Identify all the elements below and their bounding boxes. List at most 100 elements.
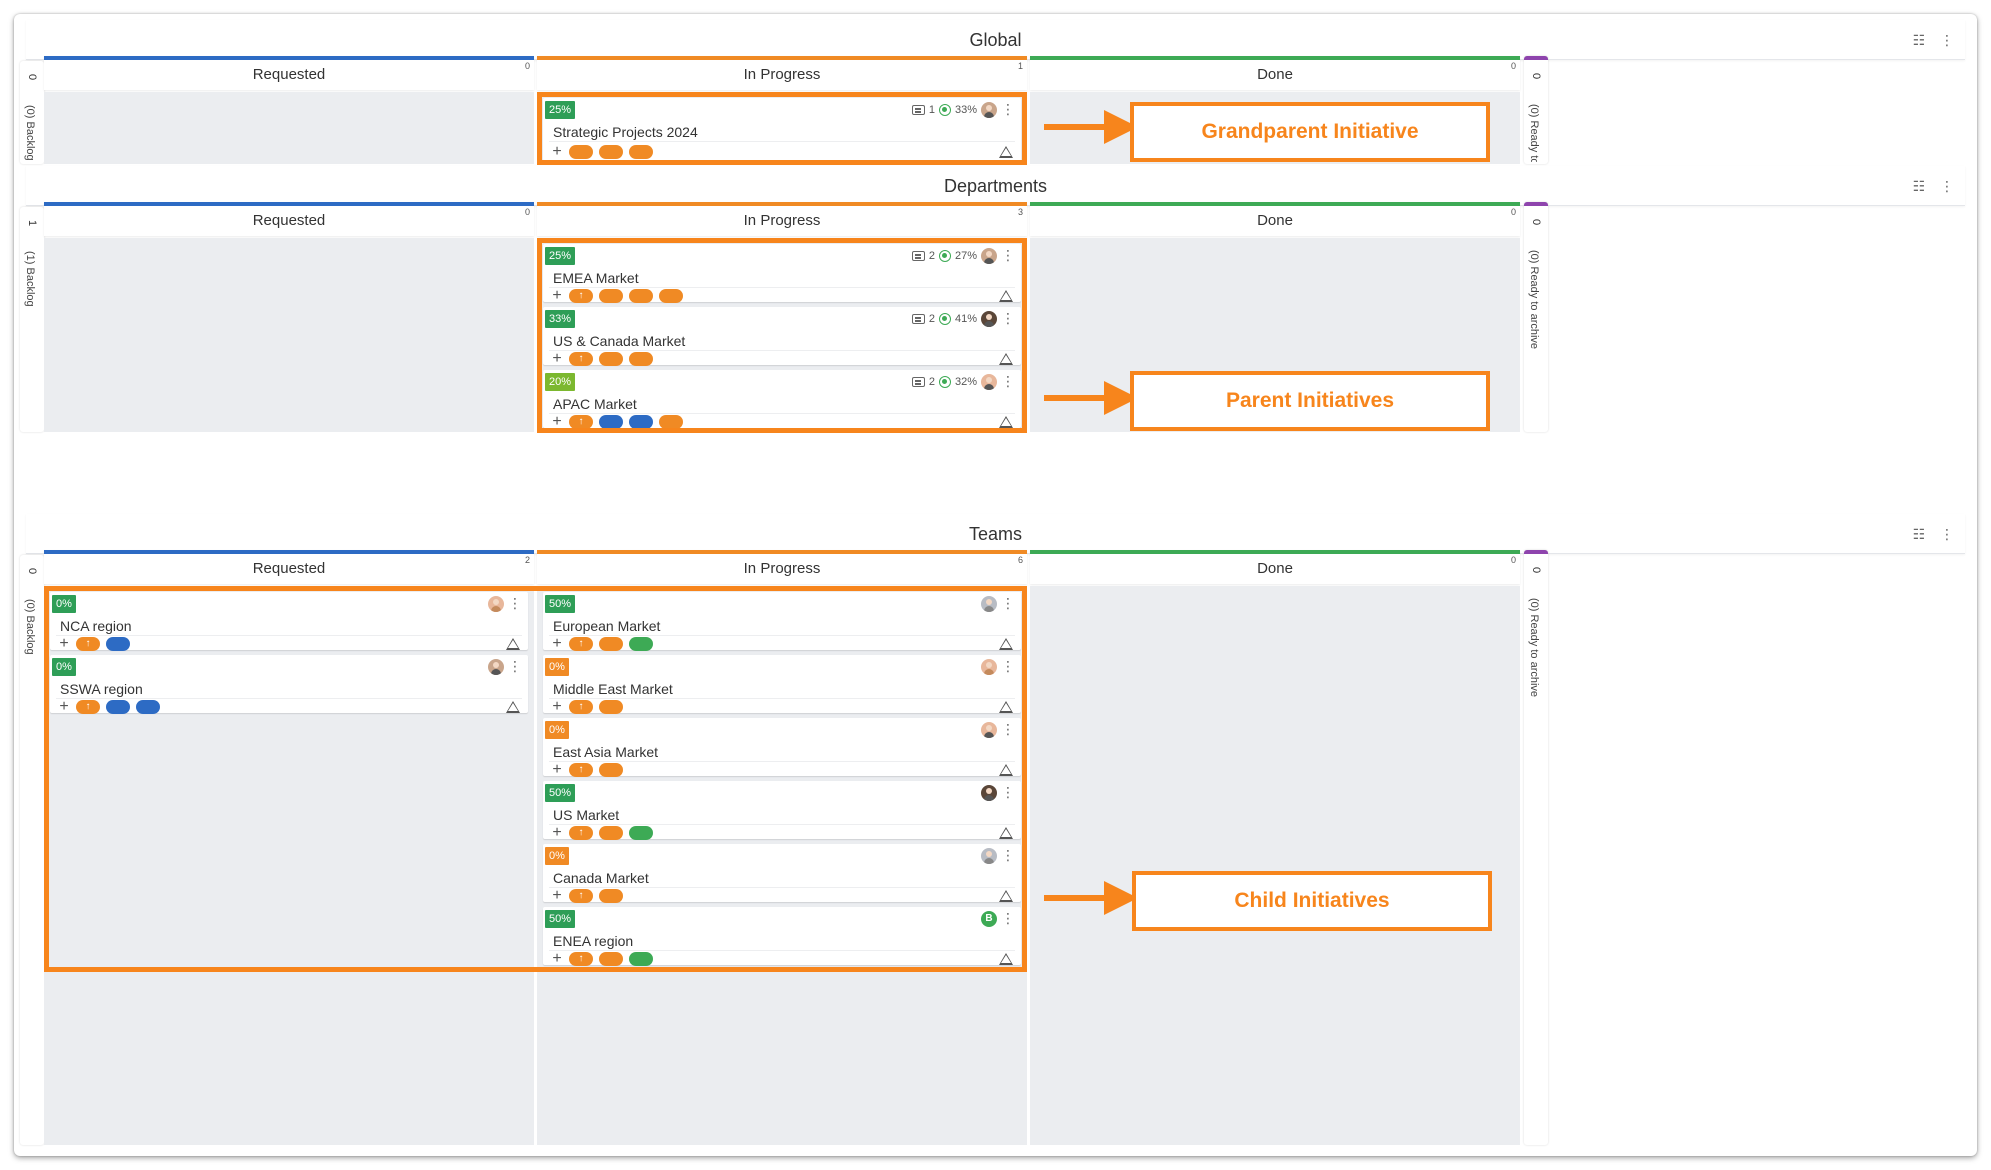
tag-pill[interactable] xyxy=(136,700,160,714)
tag-pill[interactable] xyxy=(599,700,623,714)
column-header-requested[interactable]: Requested 0 xyxy=(44,202,534,236)
priority-pill[interactable]: ↑ xyxy=(569,763,593,777)
warning-icon[interactable] xyxy=(999,290,1013,302)
priority-pill[interactable]: ↑ xyxy=(569,700,593,714)
tag-pill[interactable] xyxy=(569,145,593,159)
card-title[interactable]: Strategic Projects 2024 xyxy=(553,124,698,140)
priority-pill[interactable]: ↑ xyxy=(569,826,593,840)
board-settings-icon[interactable]: ☷ xyxy=(1912,178,1926,194)
warning-icon[interactable] xyxy=(999,416,1013,428)
add-icon[interactable]: + xyxy=(552,143,562,160)
tag-pill[interactable] xyxy=(599,889,623,903)
add-icon[interactable]: + xyxy=(59,635,69,652)
avatar[interactable] xyxy=(981,659,997,675)
tag-pill[interactable] xyxy=(629,826,653,840)
card[interactable]: 50% ⋮ European Market + ↑ xyxy=(543,592,1021,652)
board-settings-icon[interactable]: ☷ xyxy=(1912,526,1926,542)
avatar[interactable] xyxy=(981,102,997,118)
warning-icon[interactable] xyxy=(999,890,1013,902)
backlog-column[interactable]: 0 (0) Backlog xyxy=(20,61,44,164)
board-settings-icon[interactable]: ☷ xyxy=(1912,32,1926,48)
add-icon[interactable]: + xyxy=(552,350,562,367)
priority-pill[interactable]: ↑ xyxy=(76,700,100,714)
warning-icon[interactable] xyxy=(506,638,520,650)
avatar[interactable] xyxy=(981,785,997,801)
tag-pill[interactable] xyxy=(599,145,623,159)
priority-pill[interactable]: ↑ xyxy=(569,415,593,429)
card[interactable]: 33% 2 41% ⋮ US & Canada Market + ↑ xyxy=(543,307,1021,367)
column-header-in-progress[interactable]: In Progress 1 xyxy=(537,56,1027,90)
add-icon[interactable]: + xyxy=(552,698,562,715)
avatar[interactable] xyxy=(981,374,997,390)
avatar[interactable]: B xyxy=(981,911,997,927)
tag-pill[interactable] xyxy=(629,145,653,159)
card-title[interactable]: Canada Market xyxy=(553,870,649,886)
tag-pill[interactable] xyxy=(599,763,623,777)
archive-column[interactable]: 0 (0) Ready to archive xyxy=(1524,202,1548,432)
tag-pill[interactable] xyxy=(629,352,653,366)
warning-icon[interactable] xyxy=(999,353,1013,365)
card[interactable]: 0% ⋮ Middle East Market + ↑ xyxy=(543,655,1021,715)
card-title[interactable]: SSWA region xyxy=(60,681,143,697)
card-menu-icon[interactable]: ⋮ xyxy=(1001,101,1015,117)
card-title[interactable]: European Market xyxy=(553,618,661,634)
tag-pill[interactable] xyxy=(659,415,683,429)
card[interactable]: 0% ⋮ Canada Market + ↑ xyxy=(543,844,1021,904)
add-icon[interactable]: + xyxy=(552,950,562,967)
avatar[interactable] xyxy=(981,248,997,264)
card-menu-icon[interactable]: ⋮ xyxy=(1001,721,1015,737)
column-header-done[interactable]: Done 0 xyxy=(1030,202,1520,236)
archive-column[interactable]: 0 (0) Ready to ar xyxy=(1524,56,1548,164)
card[interactable]: 25% 2 27% ⋮ EMEA Market + ↑ xyxy=(543,244,1021,304)
warning-icon[interactable] xyxy=(999,638,1013,650)
card-title[interactable]: US Market xyxy=(553,807,620,823)
avatar[interactable] xyxy=(981,722,997,738)
card[interactable]: 20% 2 32% ⋮ APAC Market + ↑ xyxy=(543,370,1021,430)
add-icon[interactable]: + xyxy=(59,698,69,715)
card-menu-icon[interactable]: ⋮ xyxy=(508,658,522,674)
card[interactable]: 0% ⋮ SSWA region + ↑ xyxy=(50,655,528,715)
avatar[interactable] xyxy=(981,848,997,864)
tag-pill[interactable] xyxy=(599,826,623,840)
archive-column[interactable]: 0 (0) Ready to archive xyxy=(1524,550,1548,1145)
warning-icon[interactable] xyxy=(999,827,1013,839)
column-header-done[interactable]: Done 0 xyxy=(1030,550,1520,584)
card[interactable]: 50% B ⋮ ENEA region + ↑ xyxy=(543,907,1021,967)
card-title[interactable]: Middle East Market xyxy=(553,681,673,697)
warning-icon[interactable] xyxy=(999,146,1013,158)
tag-pill[interactable] xyxy=(599,289,623,303)
tag-pill[interactable] xyxy=(629,637,653,651)
add-icon[interactable]: + xyxy=(552,635,562,652)
column-header-requested[interactable]: Requested 2 xyxy=(44,550,534,584)
add-icon[interactable]: + xyxy=(552,887,562,904)
card-menu-icon[interactable]: ⋮ xyxy=(1001,910,1015,926)
card[interactable]: 25% 1 33% ⋮ Strategic Projects 2024 + xyxy=(543,98,1021,161)
priority-pill[interactable]: ↑ xyxy=(569,352,593,366)
card-title[interactable]: US & Canada Market xyxy=(553,333,686,349)
more-vertical-icon[interactable]: ⋮ xyxy=(1940,178,1954,194)
priority-pill[interactable]: ↑ xyxy=(569,952,593,966)
column-header-requested[interactable]: Requested 0 xyxy=(44,56,534,90)
card-title[interactable]: NCA region xyxy=(60,618,132,634)
tag-pill[interactable] xyxy=(599,415,623,429)
priority-pill[interactable]: ↑ xyxy=(76,637,100,651)
priority-pill[interactable]: ↑ xyxy=(569,637,593,651)
card-menu-icon[interactable]: ⋮ xyxy=(1001,658,1015,674)
tag-pill[interactable] xyxy=(599,352,623,366)
tag-pill[interactable] xyxy=(629,952,653,966)
card-menu-icon[interactable]: ⋮ xyxy=(1001,373,1015,389)
tag-pill[interactable] xyxy=(629,415,653,429)
warning-icon[interactable] xyxy=(999,953,1013,965)
column-header-in-progress[interactable]: In Progress 6 xyxy=(537,550,1027,584)
card[interactable]: 0% ⋮ NCA region + ↑ xyxy=(50,592,528,652)
tag-pill[interactable] xyxy=(599,952,623,966)
add-icon[interactable]: + xyxy=(552,824,562,841)
card-title[interactable]: ENEA region xyxy=(553,933,634,949)
priority-pill[interactable]: ↑ xyxy=(569,889,593,903)
tag-pill[interactable] xyxy=(106,637,130,651)
card-title[interactable]: East Asia Market xyxy=(553,744,659,760)
backlog-column[interactable]: 1 (1) Backlog xyxy=(20,207,44,432)
more-vertical-icon[interactable]: ⋮ xyxy=(1940,32,1954,48)
tag-pill[interactable] xyxy=(599,637,623,651)
card-menu-icon[interactable]: ⋮ xyxy=(1001,247,1015,263)
